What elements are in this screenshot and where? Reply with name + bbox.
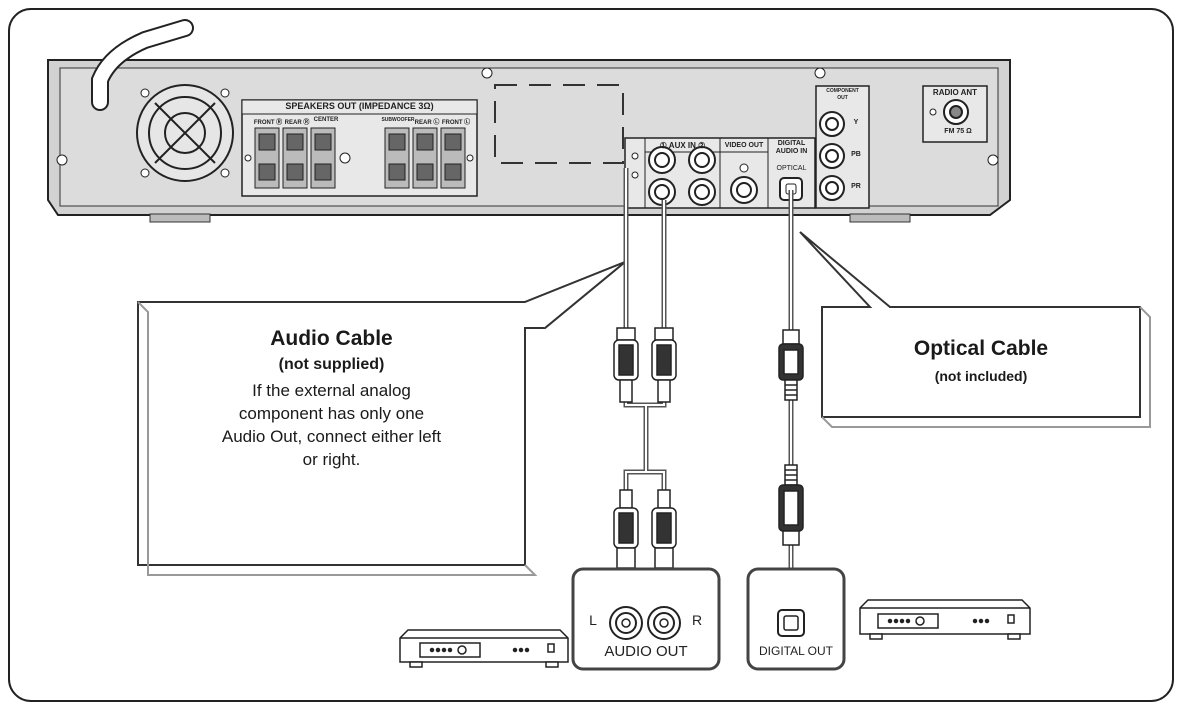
component-out-jacks — [819, 111, 845, 201]
optical-in-label: OPTICAL — [776, 165, 807, 172]
component-jack-pr: PR — [851, 183, 861, 190]
speaker-terminals-right — [384, 127, 466, 189]
aux-in-label: ① AUX IN ② — [659, 141, 706, 150]
optical-callout-subtitle: (not included) — [934, 368, 1028, 384]
component-out-label-1: COMPONENT — [826, 88, 859, 94]
audio-callout-line-2: component has only one — [238, 404, 425, 423]
cooling-fan-icon — [136, 84, 234, 182]
fm-label: FM 75 Ω — [944, 128, 972, 135]
audio-callout-line-1: If the external analog — [252, 381, 411, 400]
speaker-label-rear-l: REAR Ⓛ — [414, 120, 440, 126]
video-out-label: VIDEO OUT — [724, 142, 764, 149]
radio-ant-label: RADIO ANT — [932, 88, 978, 97]
external-component-device-icon — [399, 629, 569, 668]
aux-in-jacks — [648, 146, 716, 206]
speakers-out-header: SPEAKERS OUT (IMPEDANCE 3Ω) — [285, 101, 434, 111]
audio-callout-line-4: or right. — [302, 450, 361, 469]
rca-plug-icon — [613, 327, 677, 403]
optical-plug-icon — [778, 329, 804, 401]
digital-out-label: DIGITAL OUT — [758, 644, 833, 658]
video-out-jack — [730, 163, 758, 204]
rca-plug-icon — [613, 489, 677, 569]
optical-plug-icon — [778, 464, 804, 546]
digital-out-jack — [777, 609, 805, 637]
component-jack-y: Y — [853, 119, 859, 126]
audio-callout-line-3: Audio Out, connect either left — [221, 427, 442, 446]
speaker-label-front-r: FRONT Ⓡ — [253, 120, 283, 126]
digital-audio-in-label-2: AUDIO IN — [775, 148, 808, 155]
speaker-label-front-l: FRONT Ⓛ — [441, 120, 471, 126]
fm-antenna-jack — [929, 99, 969, 125]
audio-out-right-label: R — [691, 612, 703, 628]
speaker-terminals-left — [254, 127, 336, 189]
audio-callout-title: Audio Cable — [270, 327, 393, 350]
speaker-label-center: CENTER — [313, 117, 339, 123]
speaker-label-rear-r: REAR Ⓡ — [284, 120, 310, 126]
external-component-device-icon — [859, 599, 1031, 640]
audio-callout-subtitle: (not supplied) — [278, 356, 385, 373]
audio-out-label: AUDIO OUT — [604, 643, 688, 660]
audio-out-left-label: L — [589, 612, 597, 628]
optical-callout-title: Optical Cable — [913, 337, 1049, 360]
audio-out-jacks — [609, 606, 681, 640]
component-jack-pb: PB — [851, 151, 861, 158]
digital-audio-in-label-1: DIGITAL — [777, 140, 806, 147]
speaker-label-subwoofer: SUBWOOFER — [381, 117, 415, 123]
component-out-label-2: OUT — [837, 95, 848, 101]
